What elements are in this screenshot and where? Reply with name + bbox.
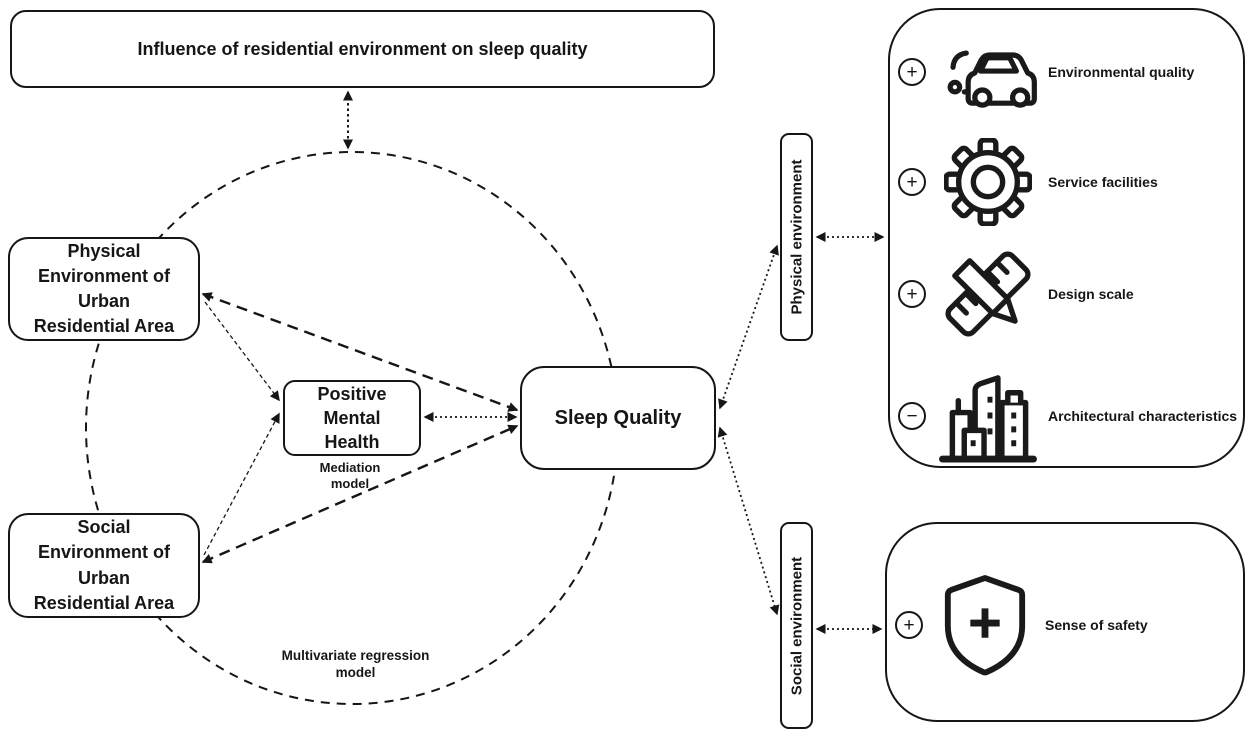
buildings-icon — [936, 369, 1040, 464]
sleep-socialenv-arrow — [717, 426, 780, 616]
social-pmh-arrow — [203, 412, 280, 556]
social-environment-side-label: Social environment — [780, 522, 813, 729]
plus-sign-icon: + — [898, 168, 926, 196]
architectural-characteristics-label: Architectural characteristics — [1048, 408, 1238, 424]
physical-environment-node: Physical Environment of Urban Residentia… — [8, 237, 200, 341]
design-scale-label: Design scale — [1048, 286, 1134, 302]
shield-plus-icon — [933, 573, 1037, 677]
social-sleep-arrow — [201, 424, 519, 564]
positive-mental-health-node: Positive Mental Health — [283, 380, 421, 456]
sign-glyph: + — [903, 614, 915, 636]
sign-glyph: + — [906, 283, 918, 305]
plus-sign-icon: + — [898, 280, 926, 308]
social-environment-node: Social Environment of Urban Residential … — [8, 513, 200, 618]
social-environment-side-label-text: Social environment — [788, 556, 805, 695]
plus-sign-icon: + — [895, 611, 923, 639]
car-icon — [936, 33, 1040, 111]
physical-environment-label: Physical Environment of Urban Residentia… — [33, 240, 175, 337]
pencil-ruler-icon — [936, 248, 1040, 340]
gear-icon — [936, 138, 1040, 226]
sleep-quality-node: Sleep Quality — [520, 366, 716, 470]
multivariate-regression-label: Multivariate regression model — [281, 648, 430, 680]
physical-environment-side-label-text: Physical environment — [788, 159, 805, 315]
physical-environment-panel: + Environmental quality — [888, 8, 1245, 468]
social-environment-panel: + Sense of safety — [885, 522, 1245, 722]
social-environment-label: Social Environment of Urban Residential … — [33, 517, 175, 613]
sign-glyph: + — [906, 61, 918, 83]
plus-sign-icon: + — [898, 58, 926, 86]
physical-pmh-arrow — [204, 301, 280, 402]
sleep-physicalenv-arrow — [718, 244, 779, 410]
sign-glyph: + — [906, 171, 918, 193]
mediation-model-label: Mediation model — [319, 460, 381, 492]
figure-title: Influence of residential environment on … — [137, 38, 588, 59]
minus-sign-icon: − — [898, 402, 926, 430]
title-box: Influence of residential environment on … — [10, 10, 715, 88]
physical-environment-side-label: Physical environment — [780, 133, 813, 341]
sign-glyph: − — [906, 405, 918, 427]
sleep-quality-label: Sleep Quality — [554, 406, 682, 429]
physical-sleep-arrow — [201, 292, 519, 412]
positive-mental-health-label: Positive Mental Health — [317, 383, 387, 453]
sense-of-safety-label: Sense of safety — [1045, 617, 1148, 633]
environmental-quality-label: Environmental quality — [1048, 64, 1195, 80]
service-facilities-label: Service facilities — [1048, 174, 1158, 190]
